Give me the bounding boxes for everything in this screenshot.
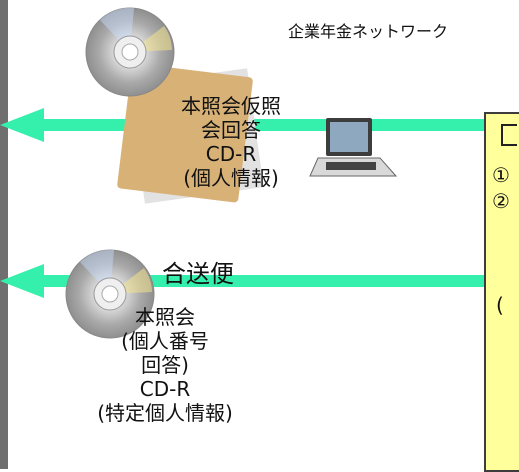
first-transfer-label: 本照会仮照 会回答 CD-R (個人情報)	[156, 94, 306, 190]
second-label-line-2: (個人番号	[121, 329, 209, 353]
second-transfer-label: 本照会 (個人番号 回答) CD-R (特定個人情報)	[60, 305, 270, 425]
second-label-line-3: 回答)	[141, 353, 189, 377]
second-label-line-4: CD-R	[139, 377, 191, 401]
second-label-line-5: (特定個人情報)	[97, 401, 233, 425]
callout-bracket	[501, 124, 517, 146]
cd-disc-icon-2	[65, 249, 155, 339]
envelope-icon	[117, 63, 264, 204]
cd-disc-icon-1	[85, 7, 175, 97]
first-label-line-1: 本照会仮照	[181, 94, 281, 118]
left-frame	[0, 0, 8, 469]
laptop-icon	[309, 118, 398, 177]
send-label: 合送便	[162, 260, 234, 288]
callout-item-3: (	[496, 293, 504, 317]
callout-item-2: ②	[492, 189, 510, 213]
callout-panel	[484, 112, 519, 472]
second-label-line-1: 本照会	[135, 305, 195, 329]
first-label-line-3: CD-R	[205, 142, 257, 166]
first-label-line-2: 会回答	[201, 118, 261, 142]
page-title: 企業年金ネットワーク	[288, 22, 449, 41]
arrow-1	[0, 108, 519, 142]
first-label-line-4: (個人情報)	[183, 166, 279, 190]
arrow-2	[0, 264, 519, 298]
callout-item-1: ①	[492, 163, 510, 187]
